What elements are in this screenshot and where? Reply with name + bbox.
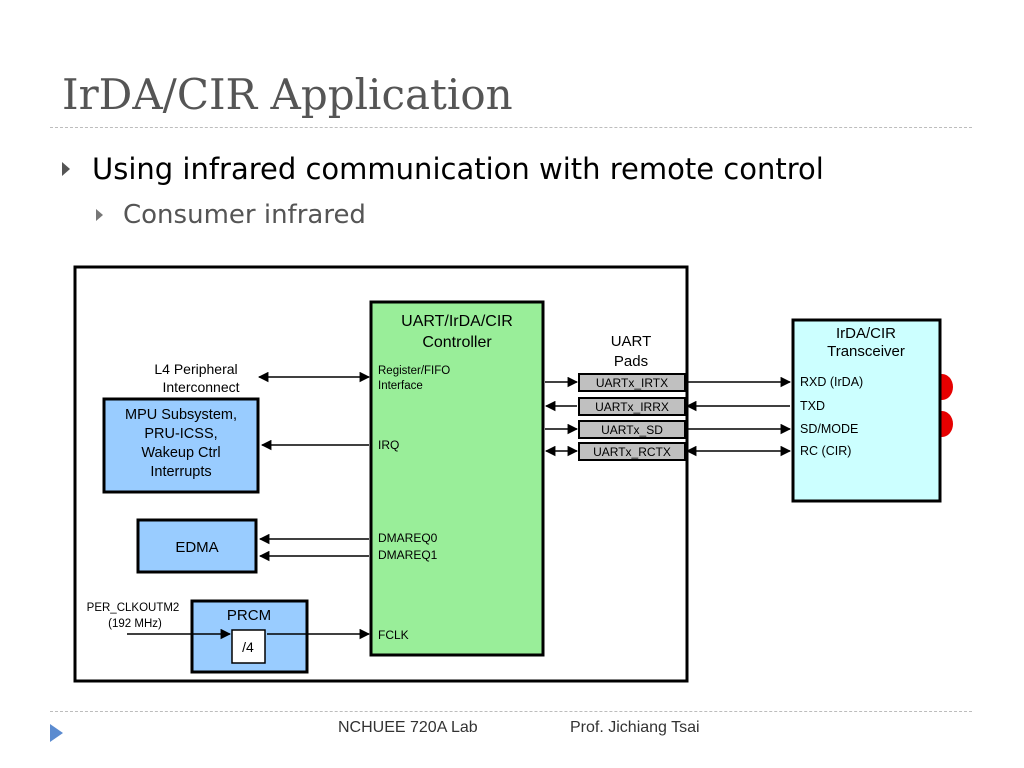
- pad-sd: [578, 420, 686, 439]
- port-interface: Interface: [378, 380, 423, 392]
- mpu-line2: PRU-ICSS,: [144, 426, 217, 442]
- tx-port-rxd: RXD (IrDA): [800, 375, 863, 389]
- mpu-subsystem-box: [102, 397, 260, 494]
- l4-label-line1: L4 Peripheral: [154, 361, 237, 377]
- port-register-fifo: Register/FIFO: [378, 365, 450, 377]
- clock-frequency-label: (192 MHz): [108, 618, 162, 630]
- controller-title-line2: Controller: [422, 334, 492, 351]
- footer-lab: NCHUEE 720A Lab: [338, 719, 478, 736]
- next-slide-arrow-icon[interactable]: [50, 724, 63, 742]
- l4-label-line2: Interconnect: [162, 379, 239, 395]
- irda-cir-transceiver: [791, 318, 942, 503]
- transceiver-title-line2: Transceiver: [827, 343, 905, 360]
- bullet-arrow-icon: [62, 162, 70, 176]
- port-irq: IRQ: [378, 438, 399, 452]
- footer-professor: Prof. Jichiang Tsai: [570, 719, 700, 736]
- pad-irtx: [578, 373, 686, 392]
- pad-sd-label: UARTx_SD: [601, 423, 663, 437]
- port-fclk: FCLK: [378, 628, 409, 642]
- mpu-line3: Wakeup Ctrl: [141, 445, 220, 461]
- prcm-label: PRCM: [227, 607, 271, 624]
- bullet-2-text: Consumer infrared: [123, 200, 366, 230]
- pads-title-line2: Pads: [614, 353, 648, 370]
- tx-port-rc-cir: RC (CIR): [800, 444, 851, 458]
- edma-box: [136, 518, 258, 574]
- tx-port-sd-mode: SD/MODE: [800, 422, 858, 436]
- uart-irda-cir-controller: [369, 300, 545, 657]
- pads-title-line1: UART: [611, 333, 652, 350]
- pad-rctx: [578, 442, 686, 461]
- footer-divider: [50, 711, 972, 712]
- controller-title-line1: UART/IrDA/CIR: [401, 313, 513, 330]
- pad-irrx: [578, 397, 686, 416]
- bullet-arrow-icon: [96, 209, 103, 221]
- bullet-1-text: Using infrared communication with remote…: [92, 152, 824, 186]
- bullet-1: Using infrared communication with remote…: [62, 152, 824, 186]
- divider-box: [231, 629, 266, 664]
- mpu-line4: Interrupts: [150, 464, 211, 480]
- pad-rctx-label: UARTx_RCTX: [593, 445, 671, 459]
- slide-title: IrDA/CIR Application: [62, 70, 513, 119]
- port-dmareq1: DMAREQ1: [378, 548, 438, 562]
- transceiver-title-line1: IrDA/CIR: [836, 325, 896, 342]
- clock-source-label: PER_CLKOUTM2: [87, 602, 180, 614]
- pad-irrx-label: UARTx_IRRX: [595, 400, 669, 414]
- pad-irtx-label: UARTx_IRTX: [596, 376, 668, 390]
- port-dmareq0: DMAREQ0: [378, 531, 438, 545]
- title-divider: [50, 127, 972, 128]
- bullet-2: Consumer infrared: [96, 200, 366, 230]
- edma-label: EDMA: [175, 539, 218, 556]
- mpu-line1: MPU Subsystem,: [125, 407, 237, 423]
- tx-port-txd: TXD: [800, 399, 825, 413]
- divider-label: /4: [242, 639, 254, 655]
